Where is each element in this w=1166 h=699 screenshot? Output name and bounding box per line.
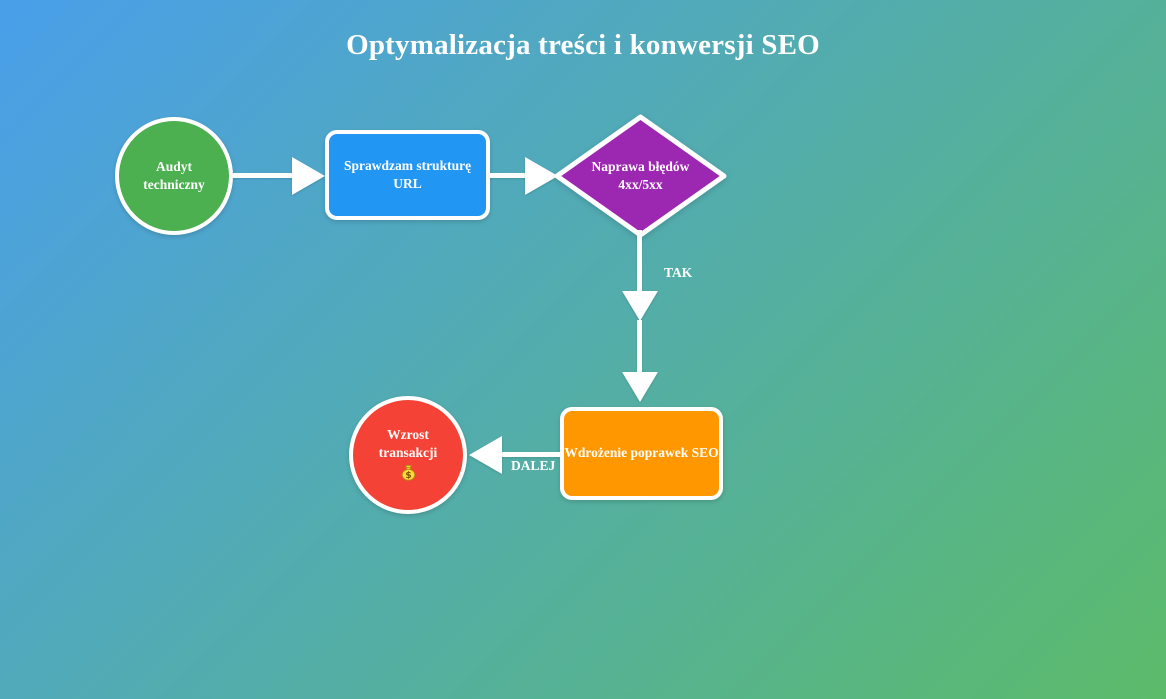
node-label: Wzrost transakcji (378, 427, 438, 461)
money-bag-icon: $ (401, 464, 416, 484)
arrow-line-diamond-down-2 (637, 320, 642, 374)
svg-text:$: $ (405, 471, 411, 481)
arrow-line-deploy-to-growth (499, 452, 560, 457)
arrowhead-right-icon (525, 157, 558, 195)
arrowhead-down-icon (622, 291, 658, 321)
arrowhead-left-icon (469, 436, 502, 474)
arrowhead-down-icon (622, 372, 658, 402)
node-label: Audyt techniczny (143, 158, 205, 192)
arrowhead-right-icon (292, 157, 325, 195)
node-sprawdzam-strukture-url: Sprawdzam strukturę URL (325, 130, 490, 220)
edge-label-tak: TAK (664, 265, 693, 280)
edge-label-dalej: DALEJ (511, 458, 556, 473)
node-audyt-techniczny: Audyt techniczny (115, 117, 233, 235)
arrow-line-url-to-diamond (489, 173, 527, 178)
arrow-line-audit-to-url (232, 173, 294, 178)
node-label: Wdrożenie poprawek SEO (564, 445, 719, 461)
page-title: Optymalizacja treści i konwersji SEO (346, 29, 820, 61)
node-label: Naprawa błędów 4xx/5xx (591, 158, 690, 192)
node-label: Sprawdzam strukturę URL (343, 157, 472, 191)
node-naprawa-bledow: Naprawa błędów 4xx/5xx (552, 112, 729, 240)
node-wdrozenie-poprawek-seo: Wdrożenie poprawek SEO (560, 407, 723, 500)
arrow-line-diamond-down-1 (637, 230, 642, 293)
node-wzrost-transakcji: Wzrost transakcji $ (349, 396, 467, 514)
